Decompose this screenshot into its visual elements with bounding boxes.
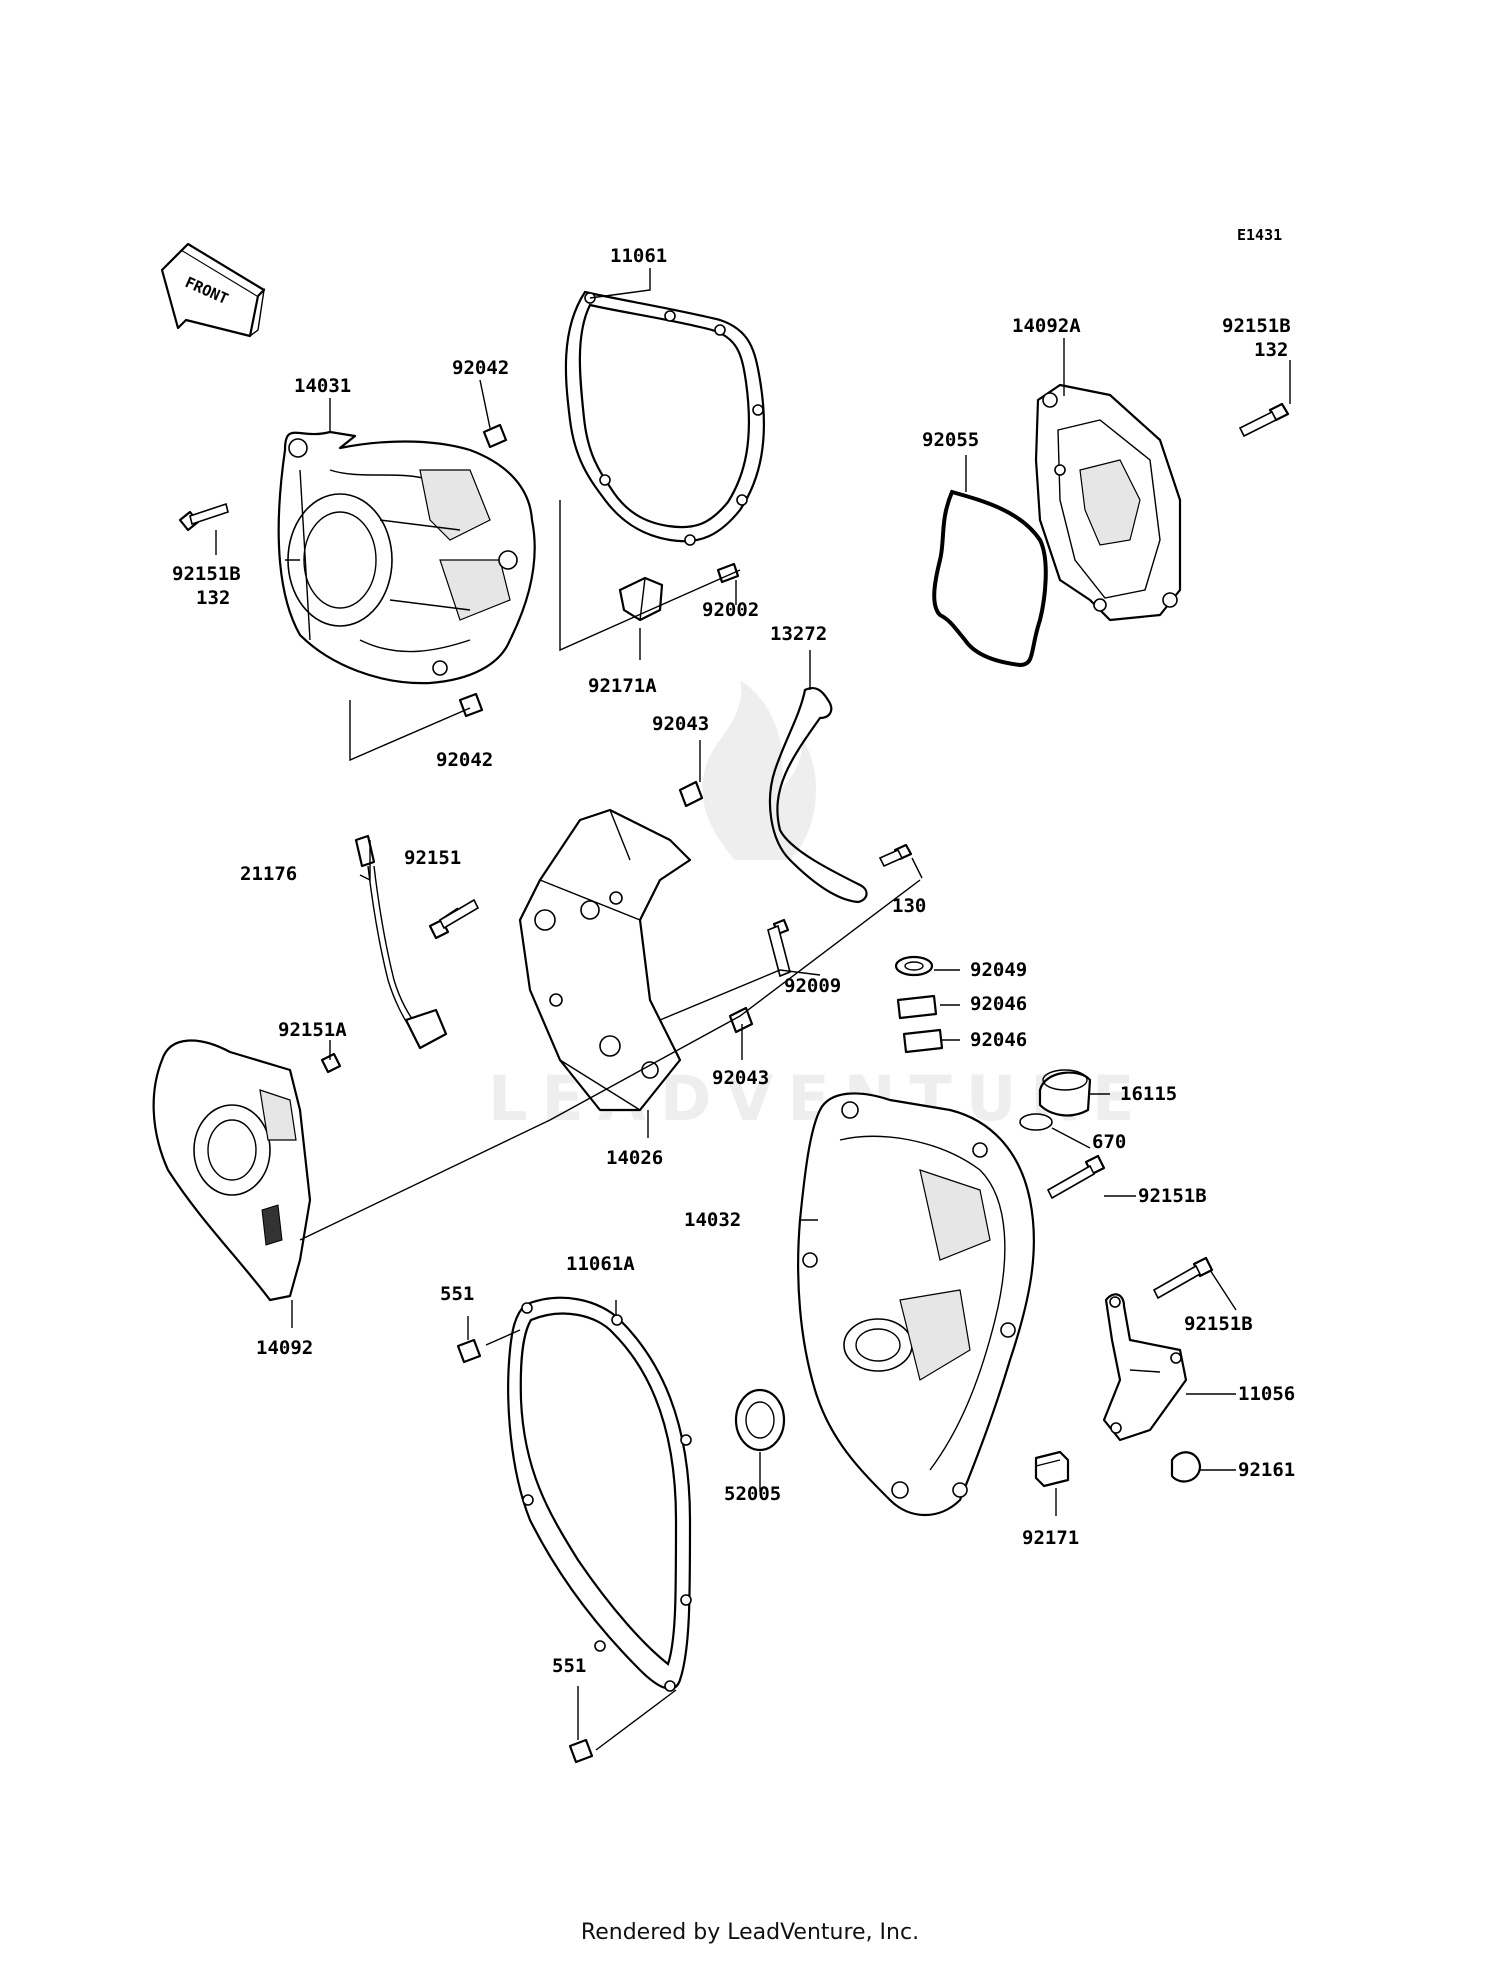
label-14032: 14032 [684,1209,741,1231]
label-92171A: 92171A [588,675,657,697]
seal-52005 [734,1388,786,1452]
dowel-92042-upper [482,423,508,449]
label-132-top-right: 132 [1254,339,1288,361]
label-92046-upper: 92046 [970,993,1027,1015]
label-14031: 14031 [294,375,351,397]
bolt-92151B-top-right [1238,402,1290,438]
label-551-lower: 551 [552,1655,586,1677]
gasket-11061A [507,1296,692,1692]
label-92151A: 92151A [278,1019,347,1041]
screw-92009 [767,918,791,978]
label-11056: 11056 [1238,1383,1295,1405]
label-14092A: 14092A [1012,315,1081,337]
label-92049: 92049 [970,959,1027,981]
cover-14092A [1034,383,1182,622]
label-92151: 92151 [404,847,461,869]
screw-92002 [716,562,740,584]
gasket-11061 [564,290,766,546]
dowel-92043-lower [728,1006,754,1034]
bolt-92151B-low [1152,1256,1214,1300]
label-130: 130 [892,895,926,917]
label-132-left: 132 [196,587,230,609]
plate-13272 [768,686,868,904]
part-labels: 11061 14031 92042 92151B 132 92002 92171… [172,245,1295,1677]
label-92151B-mid: 92151B [1138,1185,1207,1207]
grommet-92161 [1170,1451,1202,1483]
label-92151B-top-right: 92151B [1222,315,1291,337]
label-92046-lower: 92046 [970,1029,1027,1051]
bolt-92151B-mid [1046,1154,1106,1200]
cover-14032 [797,1092,1035,1517]
bearing-92046-lower [902,1028,944,1054]
label-14026: 14026 [606,1147,663,1169]
bolt-130 [878,843,913,868]
label-92043-lower: 92043 [712,1067,769,1089]
clamp-92171 [1034,1450,1070,1488]
label-92151B-low: 92151B [1184,1313,1253,1335]
gasket-92055 [932,489,1048,668]
leader-lines [215,268,1291,1751]
cover-14026 [518,808,692,1112]
label-13272: 13272 [770,623,827,645]
label-551-upper: 551 [440,1283,474,1305]
diagram-code: E1431 [1237,226,1282,244]
bolt-92151B-left [178,502,229,532]
label-92151B-left: 92151B [172,563,241,585]
label-21176: 21176 [240,863,297,885]
footer-credit: Rendered by LeadVenture, Inc. [580,1920,920,1945]
cover-14092 [152,1039,312,1302]
generator-cover-14031 [277,430,536,685]
dowel-92043-upper [678,780,704,808]
label-16115: 16115 [1120,1083,1177,1105]
label-14092: 14092 [256,1337,313,1359]
label-92043-upper: 92043 [652,713,709,735]
label-92055: 92055 [922,429,979,451]
label-92009: 92009 [784,975,841,997]
o-ring-670 [1019,1113,1053,1131]
dowel-92042-lower [458,692,484,718]
bolt-92151A [320,1052,342,1074]
label-92161: 92161 [1238,1459,1295,1481]
label-11061A: 11061A [566,1253,635,1275]
label-11061: 11061 [610,245,667,267]
dowel-551-lower [568,1738,594,1764]
label-670: 670 [1092,1131,1126,1153]
bracket-11056 [1102,1293,1188,1442]
label-92042-lower: 92042 [436,749,493,771]
label-92171: 92171 [1022,1527,1079,1549]
cap-16115 [1038,1069,1092,1117]
label-92042-upper: 92042 [452,357,509,379]
label-52005: 52005 [724,1483,781,1505]
seal-92049 [894,955,934,977]
dowel-551-upper [456,1338,482,1364]
bolt-92151 [428,898,480,940]
front-arrow-icon: FRONT [160,242,266,338]
bearing-92046-upper [896,994,938,1020]
label-92002: 92002 [702,599,759,621]
